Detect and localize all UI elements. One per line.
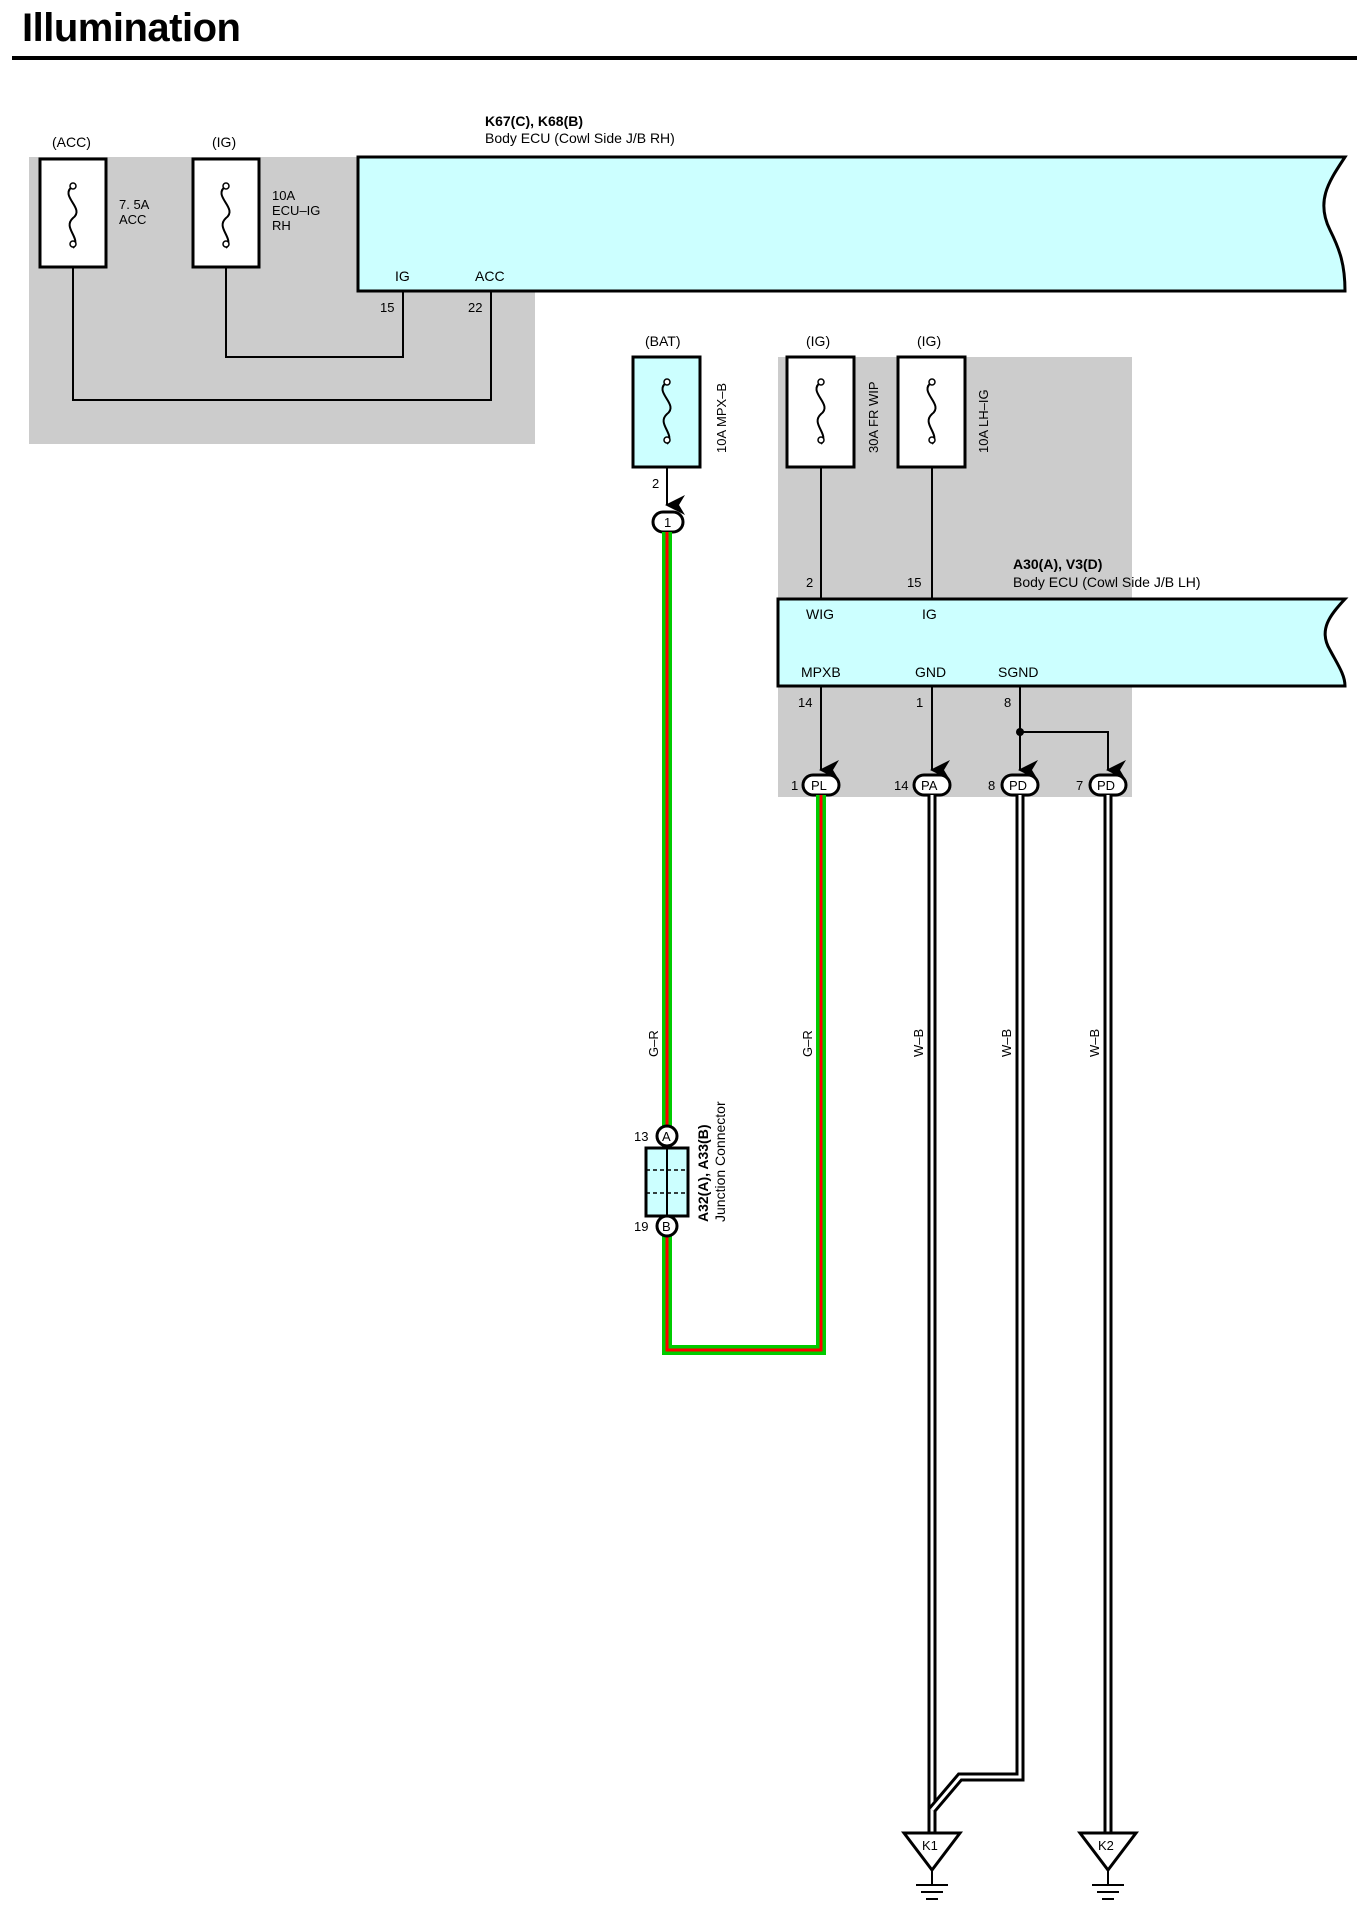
- ecu-lh-name-label: Body ECU (Cowl Side J/B LH): [1013, 574, 1201, 590]
- wire-ig-rh: [225, 267, 404, 358]
- fuse-mpx-b: [631, 355, 702, 469]
- fuse-bat-label: 10A MPX–B: [714, 383, 729, 453]
- fuse-fr-wip: [785, 355, 856, 469]
- connector-pd-1: PD: [1000, 773, 1040, 797]
- wire-color-label-4: W–B: [999, 1029, 1014, 1057]
- connector-pa-code: PA: [921, 778, 938, 793]
- ecu-lh-terminal-mpxb: MPXB: [801, 664, 841, 680]
- ecu-lh-terminal-ig: IG: [922, 606, 937, 622]
- ecu-lh-pin-8: 8: [1004, 695, 1011, 710]
- fuse-wip-source: (IG): [806, 333, 830, 349]
- fuse-acc-name: ACC: [119, 212, 146, 227]
- ecu-rh-pin-22: 22: [468, 300, 482, 315]
- connector-pl-code: PL: [811, 778, 827, 793]
- connector-bat-out: 1: [651, 510, 685, 534]
- wire-color-label-1: G–R: [646, 1030, 661, 1057]
- ecu-lh-terminal-sgnd: SGND: [998, 664, 1038, 680]
- ground-k2-label: K2: [1098, 1838, 1114, 1853]
- ecu-rh-terminal-ig: IG: [395, 268, 410, 284]
- connector-pa: PA: [912, 773, 952, 797]
- ecu-rh-connector-label: K67(C), K68(B): [485, 113, 583, 129]
- ecu-lh-pin-14: 14: [798, 695, 812, 710]
- fuse-ig-rh-source: (IG): [212, 134, 236, 150]
- junction-top-terminal: A: [655, 1124, 679, 1148]
- body-ecu-rh-box: [356, 155, 1348, 293]
- connector-pd1-pin: 8: [988, 778, 995, 793]
- wire-sgnd-branch: [1020, 731, 1126, 780]
- junction-bottom-pin: 19: [634, 1219, 648, 1234]
- fuse-lhig-source: (IG): [917, 333, 941, 349]
- junction-bottom-terminal: B: [655, 1214, 679, 1238]
- fuse-acc-rating: 7. 5A: [119, 197, 150, 212]
- ecu-rh-pin-15: 15: [380, 300, 394, 315]
- connector-pl-pin: 1: [791, 778, 798, 793]
- wire-g-r-harness: [662, 532, 826, 1355]
- fuse-ig-rh-name2: RH: [272, 218, 291, 233]
- connector-pd2-pin: 7: [1076, 778, 1083, 793]
- body-ecu-lh-box: [776, 597, 1349, 688]
- fuse-ig-rh-rating: 10A: [272, 188, 295, 203]
- wire-w-b-pd1: [928, 795, 1025, 1813]
- junction-top-pin: 13: [634, 1129, 648, 1144]
- junction-top-code: A: [662, 1129, 671, 1144]
- ecu-lh-terminal-gnd: GND: [915, 664, 946, 680]
- sgnd-junction-dot: [1016, 728, 1024, 736]
- fuse-acc-source: (ACC): [52, 134, 91, 150]
- connector-bat-out-code: 1: [664, 515, 671, 530]
- junction-name-2: Junction Connector: [712, 1101, 728, 1222]
- ecu-lh-connector-label: A30(A), V3(D): [1013, 556, 1102, 572]
- page-title: Illumination: [22, 6, 241, 50]
- connector-pd1-code: PD: [1009, 778, 1027, 793]
- ecu-lh-terminal-wig: WIG: [806, 606, 834, 622]
- connector-pd-2: PD: [1088, 773, 1128, 797]
- ecu-lh-pin-2: 2: [806, 575, 813, 590]
- fuse-lhig-label: 10A LH–IG: [976, 389, 991, 453]
- title-rule: [12, 56, 1357, 60]
- wire-color-label-5: W–B: [1087, 1029, 1102, 1057]
- ecu-lh-pin-15: 15: [907, 575, 921, 590]
- junction-name-1: A32(A), A33(B): [695, 1125, 711, 1223]
- junction-connector-body: [644, 1146, 690, 1218]
- fuse-ecu-ig-rh: [191, 157, 261, 269]
- wire-acc: [72, 267, 492, 401]
- fuse-wip-label: 30A FR WIP: [866, 381, 881, 453]
- wire-color-label-2: G–R: [800, 1030, 815, 1057]
- connector-pd2-code: PD: [1097, 778, 1115, 793]
- fuse-bat-source: (BAT): [645, 333, 681, 349]
- fuse-acc: [38, 157, 108, 269]
- wire-color-label-3: W–B: [911, 1029, 926, 1057]
- connector-pa-pin: 14: [894, 778, 908, 793]
- fuse-bat-pin: 2: [652, 476, 659, 491]
- ecu-rh-name-label: Body ECU (Cowl Side J/B RH): [485, 130, 675, 146]
- ground-k1-label: K1: [922, 1838, 938, 1853]
- ecu-lh-pin-1: 1: [916, 695, 923, 710]
- ecu-rh-terminal-acc: ACC: [475, 268, 505, 284]
- fuse-ig-rh-name: ECU–IG: [272, 203, 320, 218]
- junction-bottom-code: B: [662, 1219, 671, 1234]
- ground-k2: K2: [1076, 1831, 1140, 1900]
- connector-pl: PL: [801, 773, 841, 797]
- ground-k1: K1: [900, 1831, 964, 1900]
- fuse-lh-ig: [896, 355, 967, 469]
